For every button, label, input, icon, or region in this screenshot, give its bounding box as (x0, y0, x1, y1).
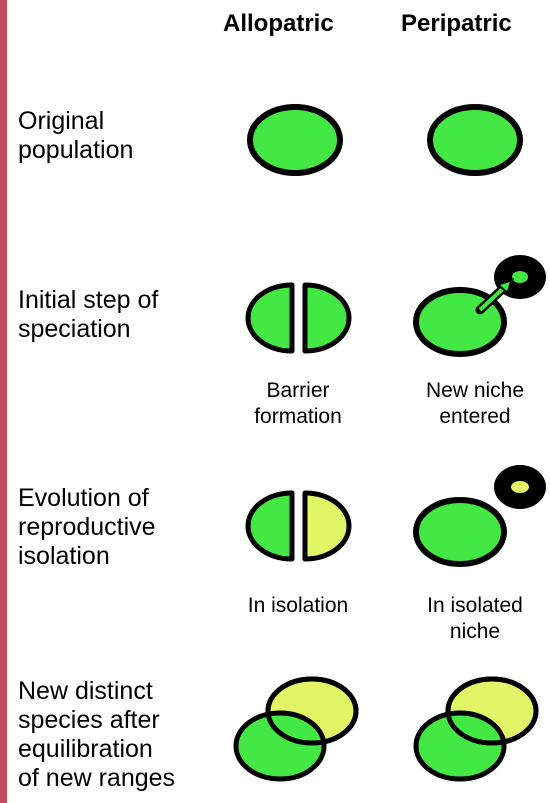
allopatric-overlapping-species (232, 668, 367, 788)
caption-in-isolated-niche: In isolated niche (395, 593, 550, 645)
allopatric-diverged-halves (245, 490, 350, 565)
peripatric-niche-entered (410, 250, 550, 370)
column-header-peripatric: Peripatric (401, 10, 512, 38)
row-label-evolution-isolation: Evolution of reproductive isolation (18, 484, 156, 571)
row-label-original-population: Original population (18, 107, 133, 165)
allopatric-original-population (240, 100, 350, 180)
peripatric-isolated-niche (410, 460, 550, 580)
caption-barrier-formation: Barrier formation (218, 378, 378, 430)
peripatric-overlapping-species (412, 668, 547, 788)
accent-bar (0, 0, 7, 803)
column-header-allopatric: Allopatric (223, 10, 334, 38)
row-label-initial-step: Initial step of speciation (18, 286, 158, 344)
peripatric-original-population (420, 100, 530, 180)
caption-in-isolation: In isolation (218, 593, 378, 619)
caption-new-niche-entered: New niche entered (395, 378, 550, 430)
allopatric-barrier-split (245, 282, 350, 357)
row-label-new-species: New distinct species after equilibration… (18, 677, 175, 793)
